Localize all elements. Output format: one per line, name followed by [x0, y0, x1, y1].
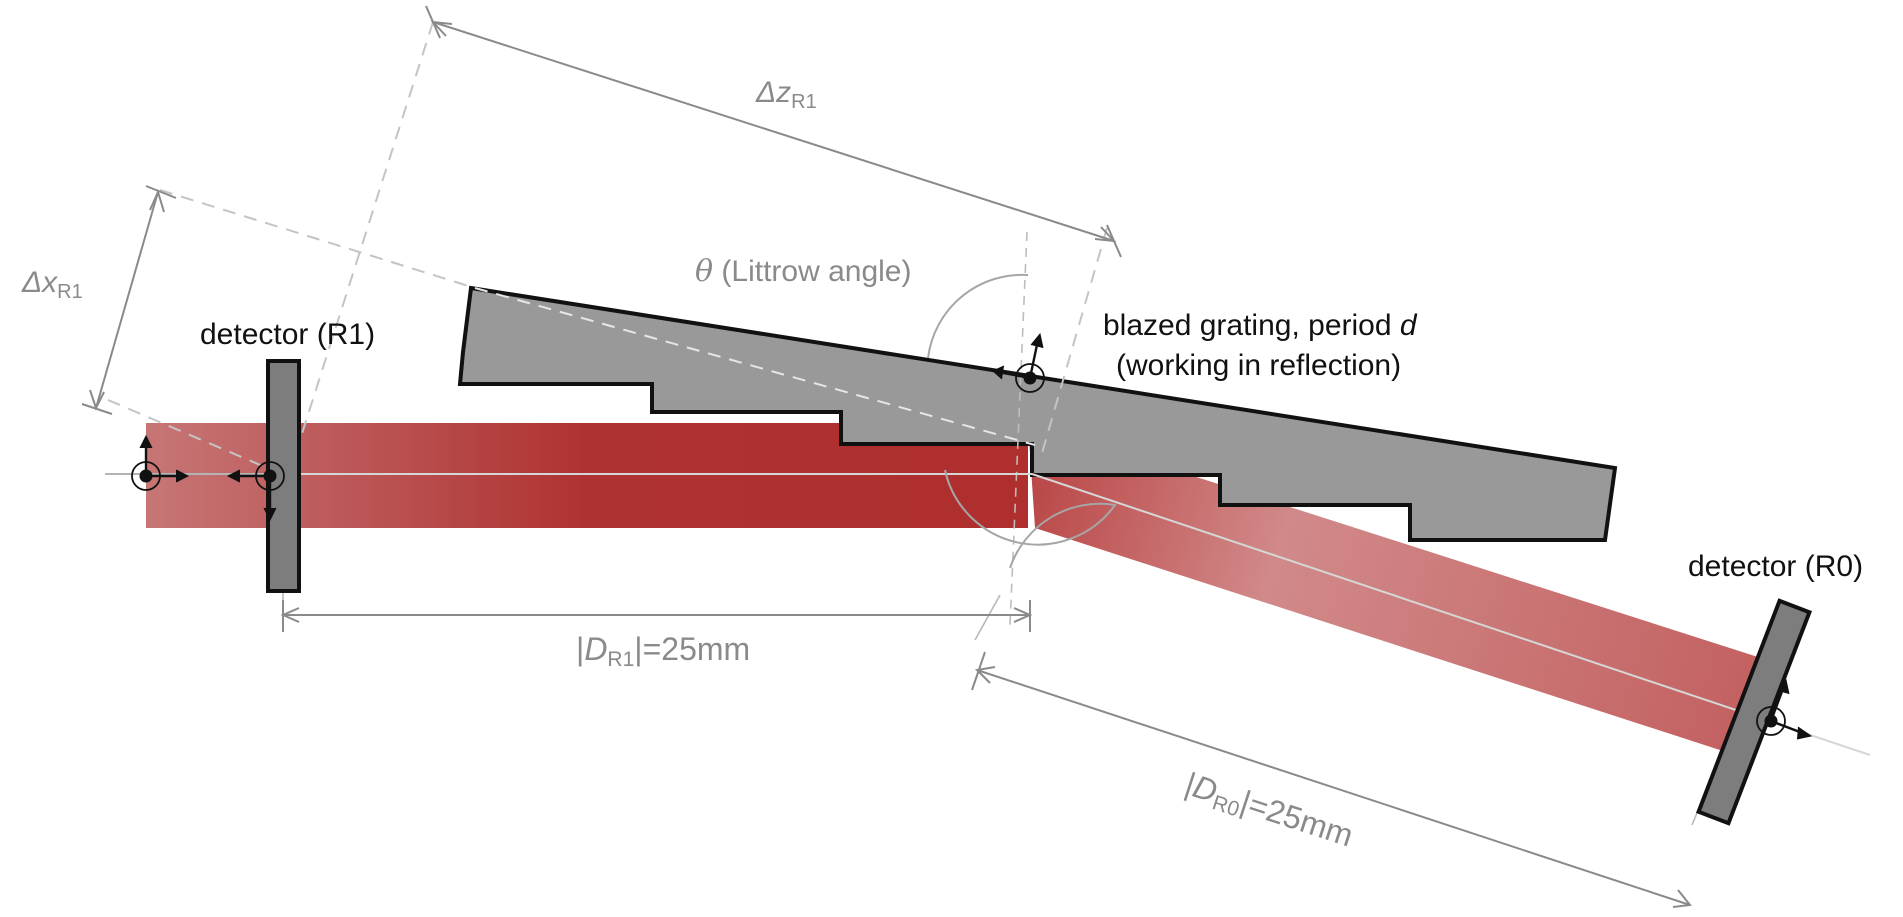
source-coordinate-marker — [131, 434, 190, 491]
grating-label-line1: blazed grating, period d — [1103, 309, 1418, 342]
reflected-beam — [1028, 423, 1761, 752]
grating-normal-dashed — [474, 287, 1036, 446]
dz-right-extension — [1039, 227, 1108, 461]
grating-label-line2: (working in reflection) — [1116, 349, 1401, 382]
grating-coordinate-marker — [992, 332, 1045, 393]
blazed-grating — [457, 285, 1618, 542]
littrow-angle-arc-bottom — [944, 469, 1117, 569]
detector-r0-label: detector (R0) — [1688, 550, 1863, 583]
dz-left-extension — [291, 21, 434, 466]
laser-beams — [146, 423, 1761, 752]
dx-top-extension — [159, 189, 476, 289]
dr1-label: |DR1|=25mm — [576, 631, 750, 671]
dr0-label: |DR0|=25mm — [1180, 765, 1358, 857]
angle-arcs — [927, 273, 1117, 569]
dr0-dimension-line — [976, 669, 1691, 906]
delta-x-label: ΔxR1 — [21, 266, 83, 303]
littrow-angle-label: θ (Littrow angle) — [695, 254, 911, 289]
detector-r1-coordinate-marker — [226, 461, 285, 522]
incident-beam — [146, 423, 1028, 528]
dr0-left-extension — [974, 594, 1001, 641]
dimension-lines — [81, 5, 1692, 908]
delta-z-label: ΔzR1 — [755, 76, 817, 113]
detector-r0-coordinate-marker — [1756, 678, 1813, 740]
dx-bottom-extension — [107, 399, 273, 471]
dz-dimension-line — [432, 21, 1115, 242]
littrow-angle-arc-top — [927, 273, 1029, 359]
dx-dimension-line — [95, 191, 159, 409]
detector-r1-label: detector (R1) — [200, 318, 375, 351]
beam-axis-reflected — [1031, 473, 1871, 756]
